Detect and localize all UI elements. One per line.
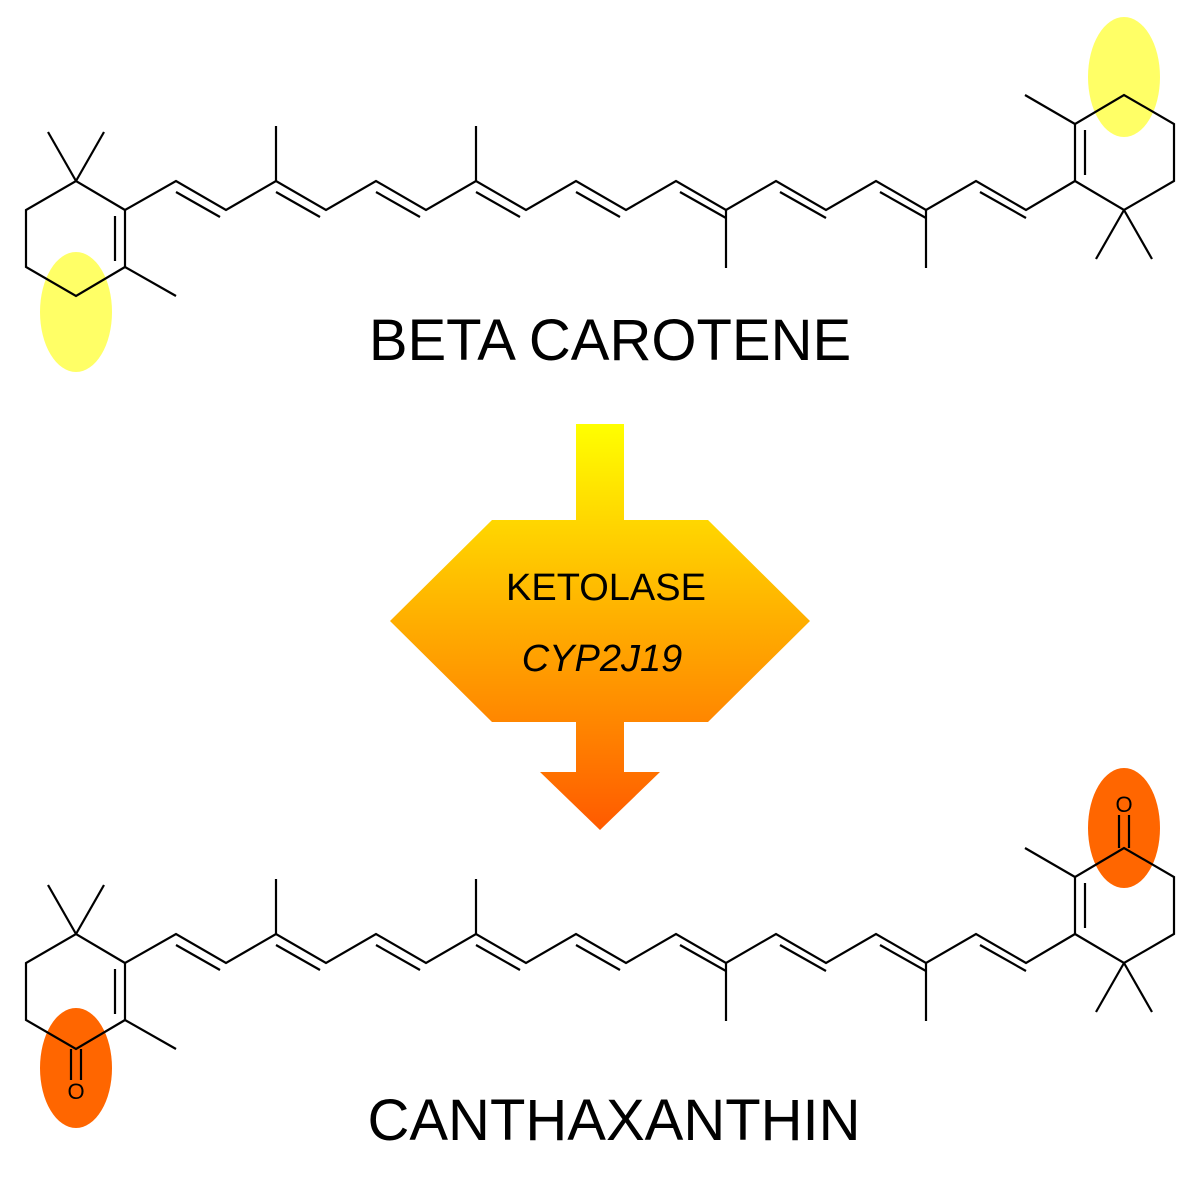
ketone-oxygen-left: O [67,1079,84,1104]
ketone-oxygen-right: O [1115,792,1132,817]
canthaxanthin-ketone-highlight-right [1088,768,1160,888]
canthaxanthin-structure: O O [24,768,1176,1128]
beta-carotene-highlight-right [1088,17,1160,137]
ketolase-arrow-shape [390,424,810,830]
beta-carotene-highlight-left [40,252,112,372]
enzyme-name: KETOLASE [506,567,706,609]
canthaxanthin-label: CANTHAXANTHIN [367,1088,860,1153]
beta-carotene-bonds [24,93,1176,298]
reaction-arrow: KETOLASE CYP2J19 [390,424,810,830]
canthaxanthin-ketone-highlight-left [40,1008,112,1128]
canthaxanthin-bonds [24,815,1176,1080]
beta-carotene-label: BETA CAROTENE [369,308,851,373]
enzyme-gene: CYP2J19 [522,638,683,680]
beta-carotene-structure [24,17,1176,372]
